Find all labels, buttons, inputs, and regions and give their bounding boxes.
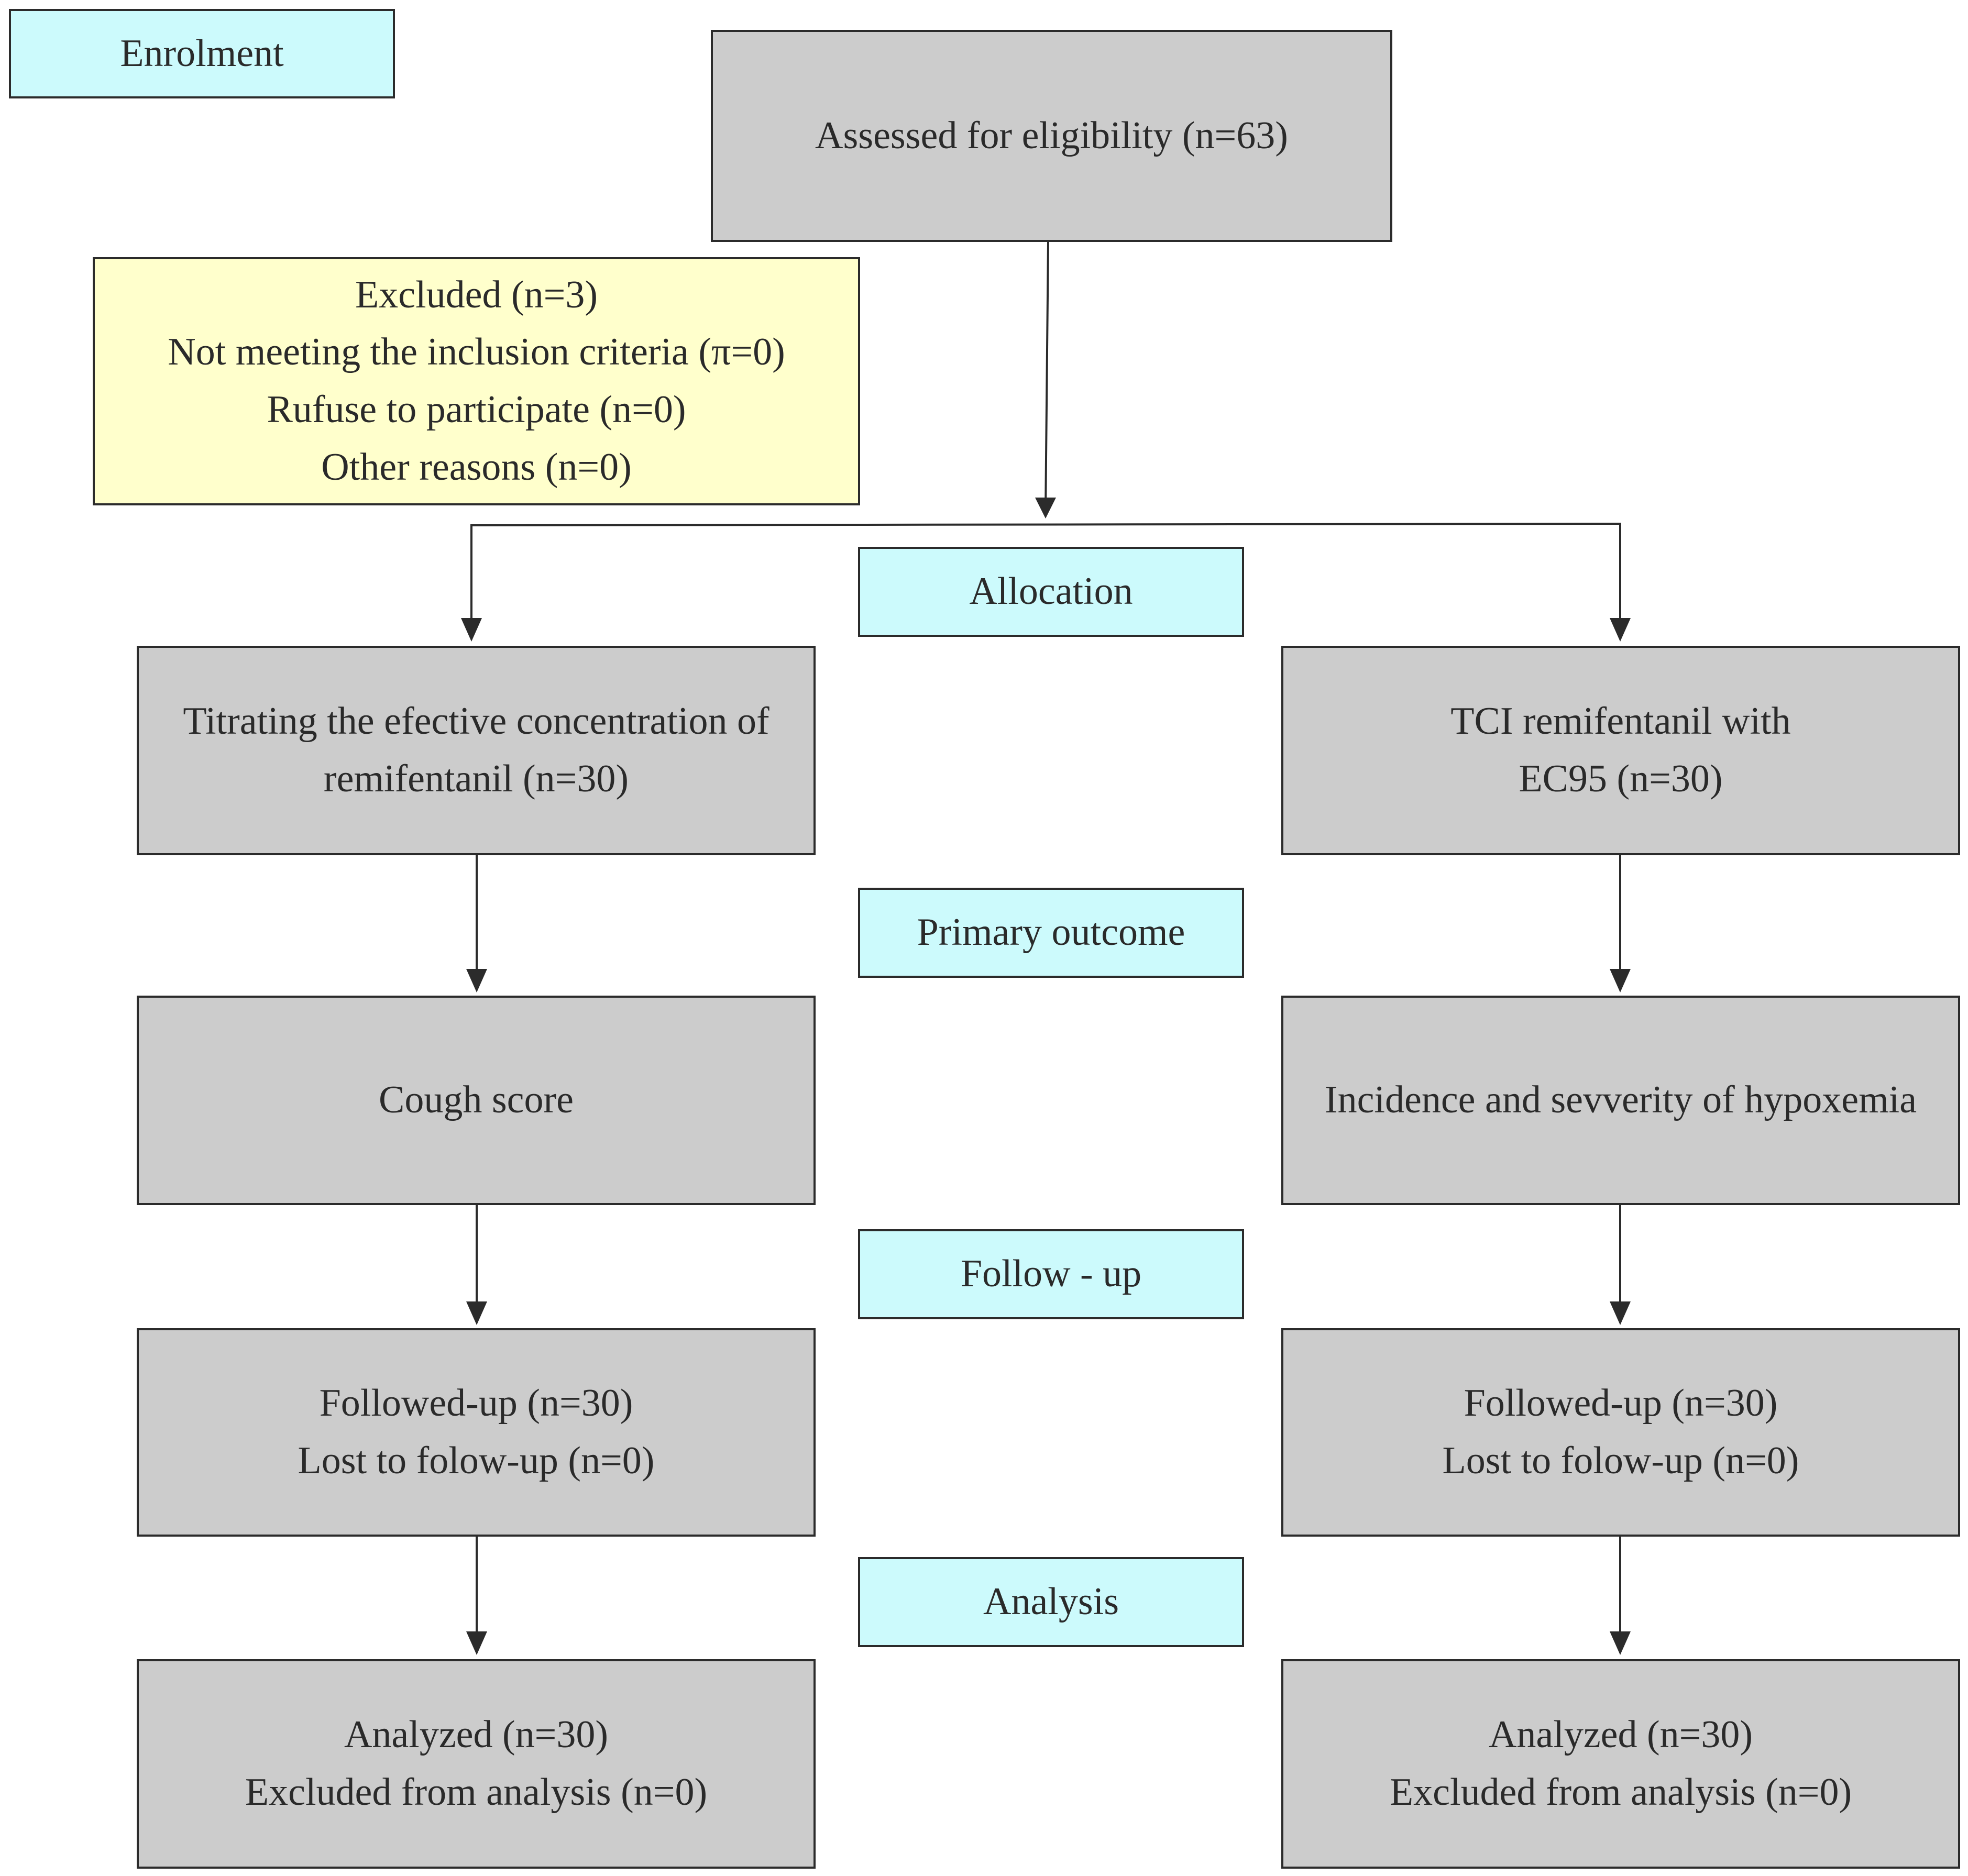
stage-label-primary-outcome-text: Primary outcome	[917, 911, 1185, 954]
assessed-box: Assessed for eligibility (n=63)	[711, 30, 1392, 242]
split-connector	[470, 522, 1621, 623]
stage-label-follow-up-text: Follow - up	[960, 1252, 1142, 1296]
right-analysis-line2: Excluded from analysis (n=0)	[1389, 1771, 1852, 1814]
right-analysis-line1: Analyzed (n=30)	[1488, 1713, 1753, 1757]
arrowhead-right-analysis	[1610, 1631, 1631, 1655]
excluded-box: Excluded (n=3) Not meeting the inclusion…	[93, 257, 860, 505]
right-allocation-line2: EC95 (n=30)	[1519, 757, 1723, 800]
arrowhead-right-outcome	[1610, 969, 1631, 992]
left-followup-box: Followed-up (n=30) Lost to folow-up (n=0…	[137, 1328, 816, 1537]
stage-label-enrolment-text: Enrolment	[120, 31, 284, 75]
assessed-text: Assessed for eligibility (n=63)	[815, 114, 1288, 157]
left-allocation-line1: Titrating the efective concentration of	[183, 700, 769, 743]
arrowhead-split	[1035, 498, 1056, 518]
arrow-assessed-to-split	[1045, 241, 1049, 514]
left-allocation-line2: remifentanil (n=30)	[323, 757, 629, 800]
left-allocation-box: Titrating the efective concentration of …	[137, 646, 816, 855]
right-followup-box: Followed-up (n=30) Lost to folow-up (n=0…	[1281, 1328, 1960, 1537]
stage-label-allocation-text: Allocation	[969, 570, 1133, 613]
stage-label-analysis-text: Analysis	[983, 1580, 1119, 1624]
right-outcome-box: Incidence and sevverity of hypoxemia	[1281, 996, 1960, 1205]
excluded-not-meeting-criteria: Not meeting the inclusion criteria (π=0)	[168, 330, 785, 374]
arrowhead-right-followup	[1610, 1301, 1631, 1325]
left-analysis-line1: Analyzed (n=30)	[344, 1713, 609, 1757]
right-outcome-text: Incidence and sevverity of hypoxemia	[1324, 1078, 1917, 1122]
left-outcome-text: Cough score	[379, 1078, 574, 1122]
right-analysis-box: Analyzed (n=30) Excluded from analysis (…	[1281, 1659, 1960, 1869]
right-allocation-line1: TCI remifentanil with	[1450, 700, 1791, 743]
arrowhead-right-allocation	[1610, 618, 1631, 642]
left-analysis-box: Analyzed (n=30) Excluded from analysis (…	[137, 1659, 816, 1869]
left-outcome-box: Cough score	[137, 996, 816, 1205]
arrowhead-left-analysis	[466, 1631, 487, 1655]
left-followup-line2: Lost to folow-up (n=0)	[298, 1439, 655, 1482]
excluded-refused: Rufuse to participate (n=0)	[267, 388, 686, 431]
left-analysis-line2: Excluded from analysis (n=0)	[245, 1771, 708, 1814]
right-followup-line2: Lost to folow-up (n=0)	[1442, 1439, 1799, 1482]
excluded-other-reasons: Other reasons (n=0)	[321, 445, 632, 489]
stage-label-enrolment: Enrolment	[9, 9, 395, 98]
left-followup-line1: Followed-up (n=30)	[319, 1382, 633, 1425]
arrowhead-left-followup	[466, 1301, 487, 1325]
stage-label-analysis: Analysis	[858, 1557, 1244, 1647]
stage-label-primary-outcome: Primary outcome	[858, 888, 1244, 978]
excluded-total: Excluded (n=3)	[355, 273, 598, 316]
right-followup-line1: Followed-up (n=30)	[1464, 1382, 1778, 1425]
arrowhead-left-allocation	[461, 618, 482, 642]
stage-label-follow-up: Follow - up	[858, 1229, 1244, 1319]
right-allocation-box: TCI remifentanil with EC95 (n=30)	[1281, 646, 1960, 855]
stage-label-allocation: Allocation	[858, 547, 1244, 637]
arrowhead-left-outcome	[466, 969, 487, 992]
